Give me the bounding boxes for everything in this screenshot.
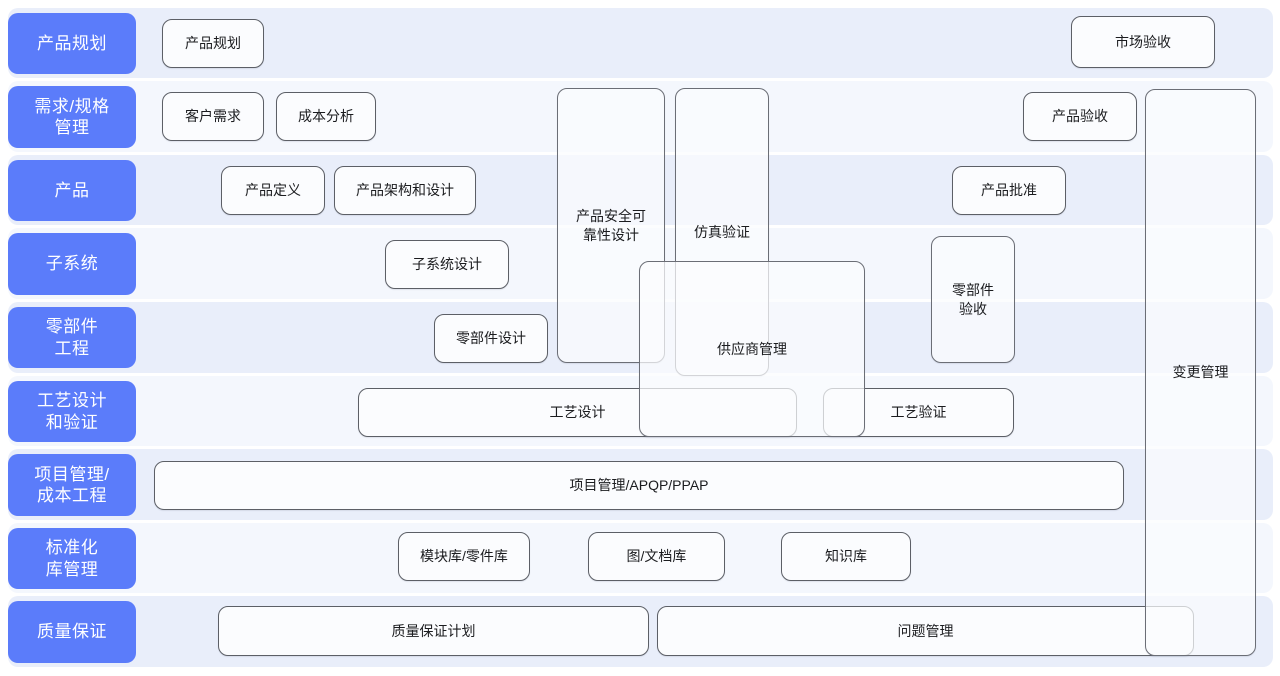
card-market-acceptance[interactable]: 市场验收 xyxy=(1071,16,1215,68)
card-label: 产品批准 xyxy=(981,182,1037,199)
card-label: 供应商管理 xyxy=(717,340,787,357)
lane-label-product-planning[interactable]: 产品规划 xyxy=(8,13,136,74)
lane-label-component-engineering[interactable]: 零部件 工程 xyxy=(8,307,136,368)
card-label: 产品验收 xyxy=(1052,108,1108,125)
card-component-acceptance[interactable]: 零部件 验收 xyxy=(931,236,1015,363)
card-label: 知识库 xyxy=(825,548,867,565)
card-supplier-management[interactable]: 供应商管理 xyxy=(639,261,865,437)
card-label: 工艺验证 xyxy=(890,404,947,421)
card-subsystem-design[interactable]: 子系统设计 xyxy=(385,240,509,289)
lane-label-quality-assurance[interactable]: 质量保证 xyxy=(8,601,136,663)
lane-label-text: 子系统 xyxy=(45,254,99,274)
card-label: 子系统设计 xyxy=(412,256,482,273)
card-label: 问题管理 xyxy=(897,622,954,639)
card-project-management-apqp-ppap[interactable]: 项目管理/APQP/PPAP xyxy=(154,461,1124,510)
card-label: 市场验收 xyxy=(1115,33,1171,50)
card-label: 产品架构和设计 xyxy=(356,182,454,199)
card-label: 成本分析 xyxy=(298,108,354,125)
card-component-design[interactable]: 零部件设计 xyxy=(434,314,548,363)
card-label: 质量保证计划 xyxy=(391,622,476,639)
card-label: 产品规划 xyxy=(185,35,241,52)
lane-label-text: 零部件 工程 xyxy=(45,317,99,358)
card-label: 零部件 验收 xyxy=(952,282,994,317)
lane-label-text: 产品规划 xyxy=(37,33,107,53)
card-cost-analysis[interactable]: 成本分析 xyxy=(276,92,376,141)
card-label: 工艺设计 xyxy=(549,404,606,421)
card-label: 产品定义 xyxy=(245,182,301,199)
card-label: 项目管理/APQP/PPAP xyxy=(569,477,709,494)
lane-label-text: 工艺设计 和验证 xyxy=(37,391,107,432)
lane-label-text: 需求/规格 管理 xyxy=(34,96,110,137)
lane-label-product[interactable]: 产品 xyxy=(8,160,136,221)
lane-label-text: 标准化 库管理 xyxy=(45,538,99,579)
lane-label-text: 项目管理/ 成本工程 xyxy=(34,464,110,505)
card-product-acceptance[interactable]: 产品验收 xyxy=(1023,92,1137,141)
card-issue-management[interactable]: 问题管理 xyxy=(657,606,1194,656)
card-label: 零部件设计 xyxy=(456,330,526,347)
card-product-planning[interactable]: 产品规划 xyxy=(162,19,264,68)
card-knowledge-base[interactable]: 知识库 xyxy=(781,532,911,581)
lane-label-requirements-spec[interactable]: 需求/规格 管理 xyxy=(8,86,136,148)
lane-label-subsystem[interactable]: 子系统 xyxy=(8,233,136,295)
lane-label-text: 质量保证 xyxy=(37,622,107,642)
card-label: 产品安全可 靠性设计 xyxy=(576,208,646,243)
lane-label-process-design-validation[interactable]: 工艺设计 和验证 xyxy=(8,381,136,442)
card-label: 变更管理 xyxy=(1172,364,1229,381)
lane-label-standardization-library[interactable]: 标准化 库管理 xyxy=(8,528,136,589)
lane-label-project-cost-management[interactable]: 项目管理/ 成本工程 xyxy=(8,454,136,516)
card-label: 仿真验证 xyxy=(694,223,750,240)
card-label: 客户需求 xyxy=(185,108,241,125)
card-product-definition[interactable]: 产品定义 xyxy=(221,166,325,215)
lane-label-text: 产品 xyxy=(54,180,90,200)
card-label: 模块库/零件库 xyxy=(420,548,508,565)
card-product-approval[interactable]: 产品批准 xyxy=(952,166,1066,215)
card-module-part-library[interactable]: 模块库/零件库 xyxy=(398,532,530,581)
card-product-architecture-design[interactable]: 产品架构和设计 xyxy=(334,166,476,215)
card-change-management[interactable]: 变更管理 xyxy=(1145,89,1256,656)
card-customer-requirements[interactable]: 客户需求 xyxy=(162,92,264,141)
card-drawing-document-library[interactable]: 图/文档库 xyxy=(588,532,725,581)
card-quality-assurance-plan[interactable]: 质量保证计划 xyxy=(218,606,649,656)
card-label: 图/文档库 xyxy=(626,548,687,565)
